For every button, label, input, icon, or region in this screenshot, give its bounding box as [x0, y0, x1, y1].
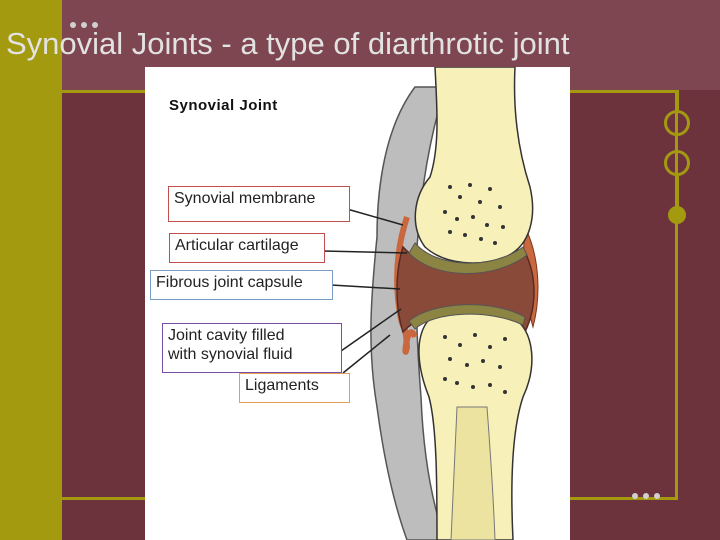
lower-cartilage — [408, 304, 526, 330]
label-joint-cavity-line2: with synovial fluid — [168, 346, 293, 364]
ornament-line-mid — [676, 176, 679, 208]
label-articular-cartilage: Articular cartilage — [169, 233, 325, 263]
upper-cartilage — [408, 242, 528, 274]
ornament-ring-2 — [664, 150, 690, 176]
label-joint-cavity-line1: Joint cavity filled — [168, 327, 285, 344]
left-accent-band — [0, 0, 62, 540]
label-joint-cavity: Joint cavity filled with synovial fluid — [162, 323, 342, 373]
diagram-title: Synovial Joint — [169, 97, 278, 114]
synovial-joint-diagram: Synovial Joint Synovial membrane Articul… — [145, 67, 570, 540]
pointer-lines — [322, 208, 408, 374]
label-synovial-membrane: Synovial membrane — [168, 186, 350, 222]
ornament-line-top — [676, 90, 679, 110]
decorative-dots-top — [70, 22, 98, 28]
marrow-cavity — [450, 406, 496, 540]
label-ligaments: Ligaments — [239, 373, 350, 403]
ornament-ring-1 — [664, 110, 690, 136]
decorative-dots-bottom — [632, 493, 660, 499]
joint-illustration — [322, 67, 539, 540]
label-fibrous-joint-capsule: Fibrous joint capsule — [150, 270, 333, 300]
ornament-knob — [668, 206, 686, 224]
slide-title: Synovial Joints - a type of diarthrotic … — [6, 26, 570, 61]
spongy-bone-texture — [443, 183, 507, 394]
